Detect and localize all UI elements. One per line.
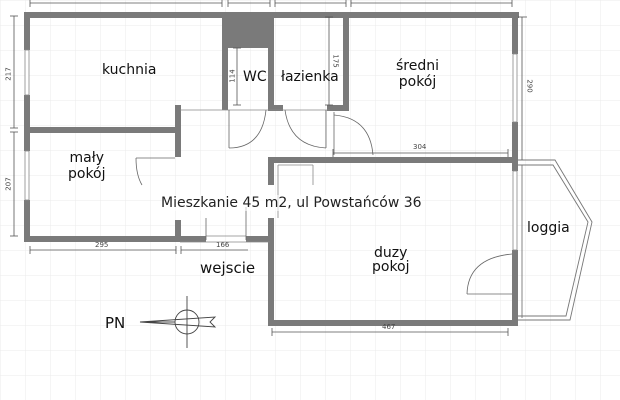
dimension-entry-width: 166 (216, 241, 230, 249)
walls (24, 12, 519, 326)
top-dimension-lines (29, 0, 513, 7)
room-label-line: mały (69, 150, 104, 166)
dimension-sredni-width: 304 (413, 143, 427, 151)
dimension-wc-height: 114 (228, 69, 237, 83)
door-swings (135, 109, 513, 295)
room-label-line: pokój (398, 74, 437, 90)
compass-icon (139, 296, 217, 348)
dimension-lines (10, 15, 527, 336)
thin-partitions (180, 109, 330, 243)
room-label-kuchnia: kuchnia (102, 62, 157, 78)
room-label-maly-pokoj: mały pokój (68, 150, 106, 182)
room-label-line: pokój (68, 166, 106, 182)
plan-title: Mieszkanie 45 m2, ul Powstańców 36 (161, 195, 422, 211)
dimension-lazienka-height: 175 (331, 54, 340, 68)
room-label-line: duzy (374, 245, 408, 261)
room-label-loggia: loggia (527, 220, 570, 236)
room-label-lazienka: łazienka (281, 69, 339, 85)
windows (24, 49, 518, 251)
compass-label: PN (105, 314, 126, 332)
dimension-duzy-width: 467 (382, 323, 396, 331)
room-label-wc: WC (243, 69, 267, 85)
dimension-sredni-height: 290 (525, 79, 534, 93)
loggia-outline (518, 159, 593, 321)
room-label-sredni-pokoj: średni pokój (396, 58, 439, 90)
room-label-wejscie: wejscie (200, 259, 256, 277)
room-label-line: pokoj (372, 259, 410, 275)
dimension-maly-height: 207 (4, 177, 13, 191)
dimension-maly-width: 295 (95, 241, 109, 249)
room-label-duzy-pokoj: duzy pokoj (372, 246, 410, 274)
dimension-kuchnia-height: 217 (4, 67, 13, 81)
room-label-line: średni (396, 58, 440, 74)
